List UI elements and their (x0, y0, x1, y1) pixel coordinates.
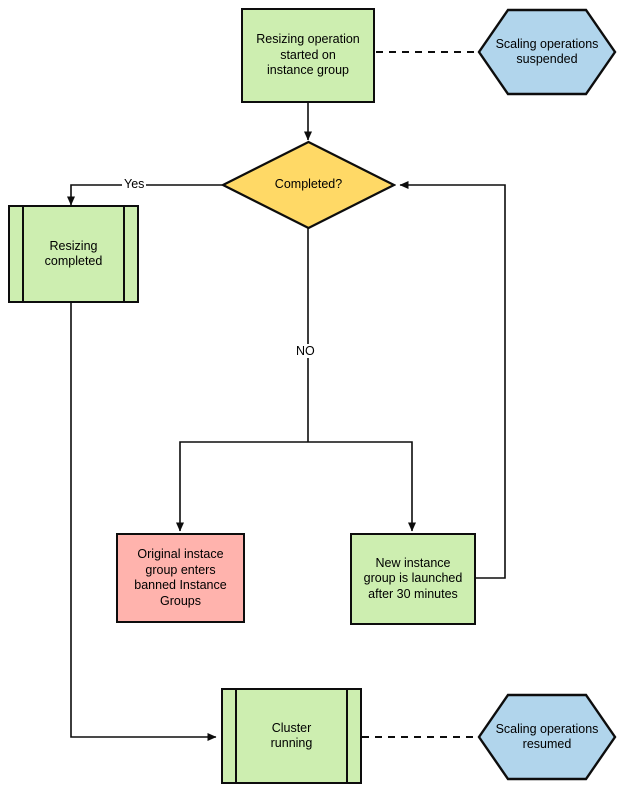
node-scaling-suspended-label: Scaling operations suspended (495, 36, 599, 67)
node-resizing-started-label: Resizing operation started on instance g… (256, 32, 360, 78)
edge-no-branch-to-new-instance-group (308, 441, 416, 532)
predefined-process-bar-right (346, 690, 348, 782)
edge-new-instance-group-loop-to-decision (399, 181, 506, 579)
edge-label-no: NO (294, 344, 317, 358)
predefined-process-bar-right (123, 207, 125, 301)
edge-resizing-completed-to-cluster-running (70, 303, 217, 741)
node-scaling-resumed[interactable]: Scaling operations resumed (477, 693, 617, 781)
hexagon-shape-suspended (477, 8, 617, 96)
node-original-banned[interactable]: Original instace group enters banned Ins… (116, 533, 245, 623)
predefined-process-bar-left (235, 690, 237, 782)
diamond-shape-decision (221, 140, 396, 230)
edge-decision-yes-to-resizing-completed (67, 184, 222, 206)
node-new-instance-group[interactable]: New instance group is launched after 30 … (350, 533, 476, 625)
node-resizing-started[interactable]: Resizing operation started on instance g… (241, 8, 375, 103)
node-scaling-resumed-label: Scaling operations resumed (495, 721, 599, 752)
node-cluster-running-label: Cluster running (270, 720, 313, 751)
node-scaling-suspended[interactable]: Scaling operations suspended (477, 8, 617, 96)
node-cluster-running[interactable]: Cluster running (221, 688, 362, 784)
hexagon-shape-resumed (477, 693, 617, 781)
node-resizing-completed-label: Resizing completed (44, 238, 103, 269)
edge-no-branch-to-original-banned (176, 441, 308, 532)
node-completed-decision-label: Completed? (274, 177, 343, 192)
node-completed-decision[interactable]: Completed? (221, 140, 396, 230)
predefined-process-bar-left (22, 207, 24, 301)
edge-label-yes: Yes (122, 177, 147, 191)
node-resizing-completed[interactable]: Resizing completed (8, 205, 139, 303)
node-original-banned-label: Original instace group enters banned Ins… (134, 547, 227, 608)
node-new-instance-group-label: New instance group is launched after 30 … (363, 555, 463, 601)
